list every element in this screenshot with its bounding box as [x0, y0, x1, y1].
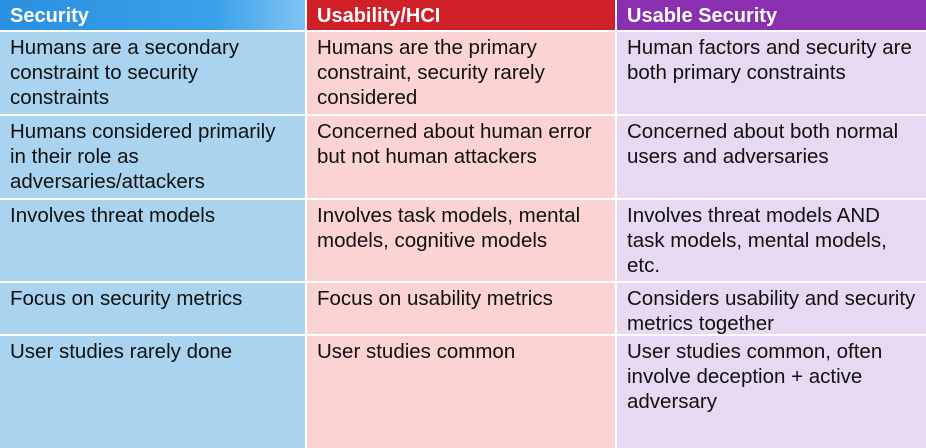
table-cell: Humans considered primarily in their rol…: [0, 116, 307, 200]
table-cell: Humans are a secondary constraint to sec…: [0, 32, 307, 116]
table-cell: Human factors and security are both prim…: [617, 32, 926, 116]
header-security: Security: [0, 0, 307, 32]
table-cell: User studies rarely done: [0, 336, 307, 448]
table-cell: Humans are the primary constraint, secur…: [307, 32, 617, 116]
table-cell: Concerned about human error but not huma…: [307, 116, 617, 200]
table-cell: User studies common, often involve decep…: [617, 336, 926, 448]
table-cell: Focus on usability metrics: [307, 283, 617, 336]
header-usability-hci: Usability/HCI: [307, 0, 617, 32]
table-cell: Involves threat models AND task models, …: [617, 200, 926, 283]
table-cell: Considers usability and security metrics…: [617, 283, 926, 336]
header-usable-security: Usable Security: [617, 0, 926, 32]
table-cell: Focus on security metrics: [0, 283, 307, 336]
table-cell: Involves task models, mental models, cog…: [307, 200, 617, 283]
table-cell: User studies common: [307, 336, 617, 448]
table-cell: Involves threat models: [0, 200, 307, 283]
table-cell: Concerned about both normal users and ad…: [617, 116, 926, 200]
